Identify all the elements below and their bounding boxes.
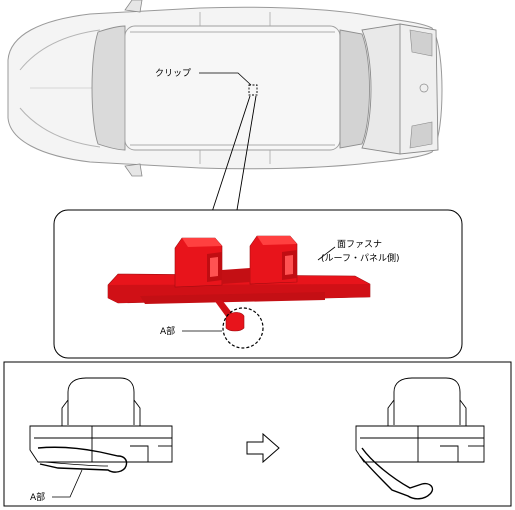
fastener-3d bbox=[107, 235, 371, 332]
fastener-leader-line bbox=[317, 246, 336, 261]
fastener-label-line2: (ルーフ・パネル側) bbox=[321, 252, 399, 264]
callout-line-left bbox=[211, 95, 251, 213]
clip-before bbox=[29, 377, 173, 473]
part-a-leader-section bbox=[52, 469, 83, 498]
clip-after bbox=[355, 377, 485, 500]
section-box bbox=[3, 361, 512, 507]
callout-line-right bbox=[236, 95, 257, 211]
part-a-highlight-circle bbox=[222, 307, 264, 349]
fastener-label-line1: 面ファスナ bbox=[337, 239, 382, 250]
clip-location-marker bbox=[248, 84, 258, 96]
right-arrow-icon bbox=[246, 432, 280, 464]
part-a-label-detail: A部 bbox=[160, 325, 175, 337]
clip-label: クリップ bbox=[155, 68, 191, 79]
car-top-view bbox=[7, 0, 443, 177]
part-a-label-section: A部 bbox=[30, 491, 45, 503]
clip-leader-line bbox=[199, 72, 252, 86]
